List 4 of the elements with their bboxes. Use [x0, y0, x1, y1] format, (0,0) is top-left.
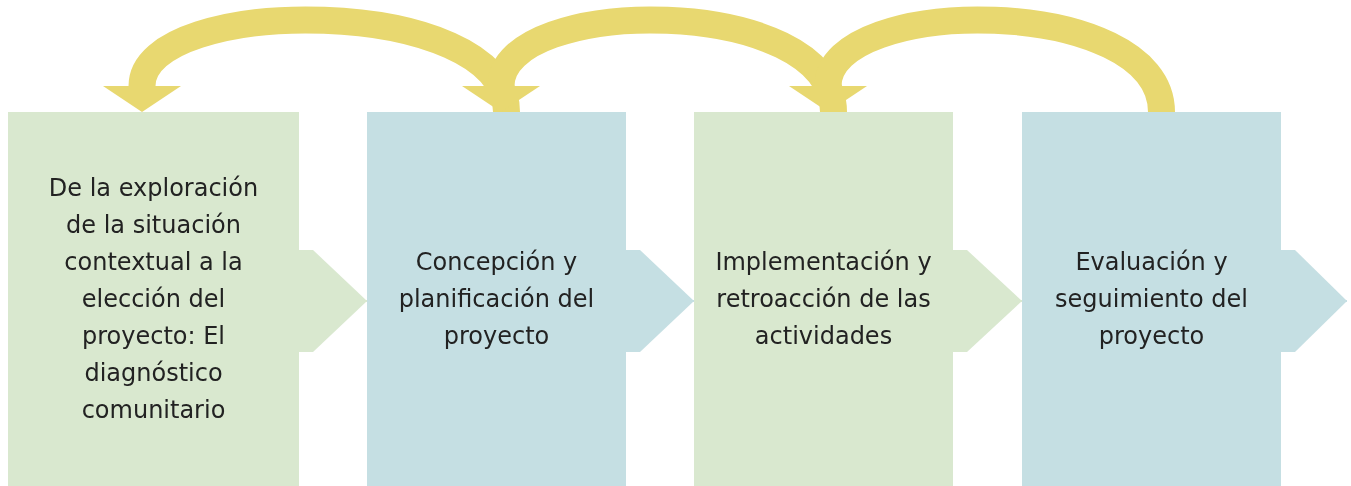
process-box: Implementación y retroacción de las actividades: [694, 112, 953, 486]
process-box: Evaluación y seguimiento del proyecto: [1022, 112, 1281, 486]
process-box: De la exploración de la situación contextual a la elección del proyecto: El diagnóstico comunitario: [8, 112, 299, 486]
process-box: Concepción y planificación del proyecto: [367, 112, 626, 486]
